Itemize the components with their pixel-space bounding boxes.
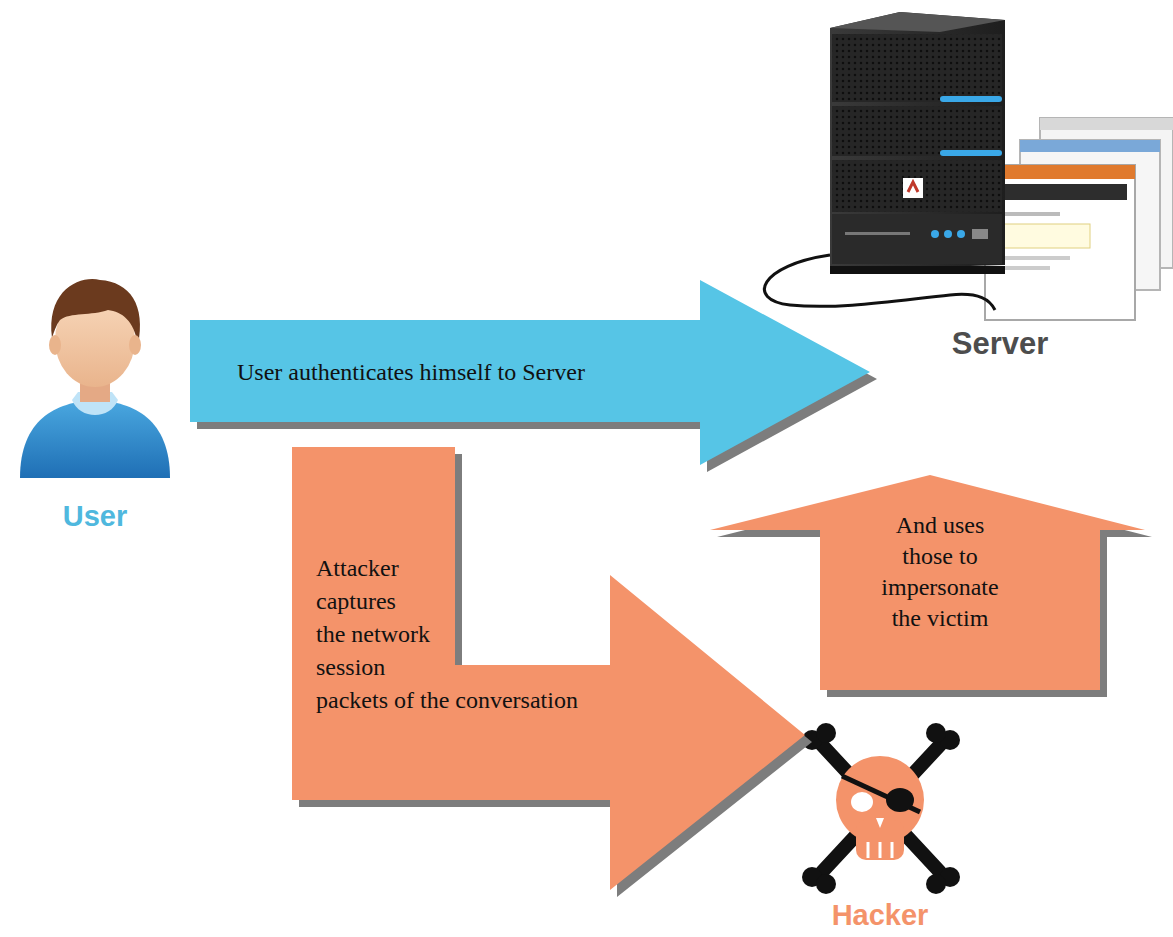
arrow-shape — [710, 475, 1145, 690]
bent-block-arrow: Attacker captures the network session pa… — [290, 440, 820, 900]
hacker-label: Hacker — [832, 899, 929, 932]
right-block-arrow: User authenticates himself to Server — [190, 272, 880, 477]
arrow-text: And uses those to impersonate the victim — [875, 510, 1005, 634]
arrow-text: User authenticates himself to Server — [237, 357, 687, 387]
user-label: User — [63, 500, 128, 533]
hacker-icon — [802, 723, 960, 894]
server-icon — [764, 12, 1173, 320]
arrow-shape — [190, 280, 870, 465]
server-label: Server — [952, 326, 1049, 362]
arrow-text: Attacker captures the network session pa… — [316, 552, 616, 717]
up-block-arrow: And uses those to impersonate the victim — [705, 468, 1155, 700]
user-icon — [20, 279, 170, 478]
arrow-shape — [292, 447, 805, 890]
